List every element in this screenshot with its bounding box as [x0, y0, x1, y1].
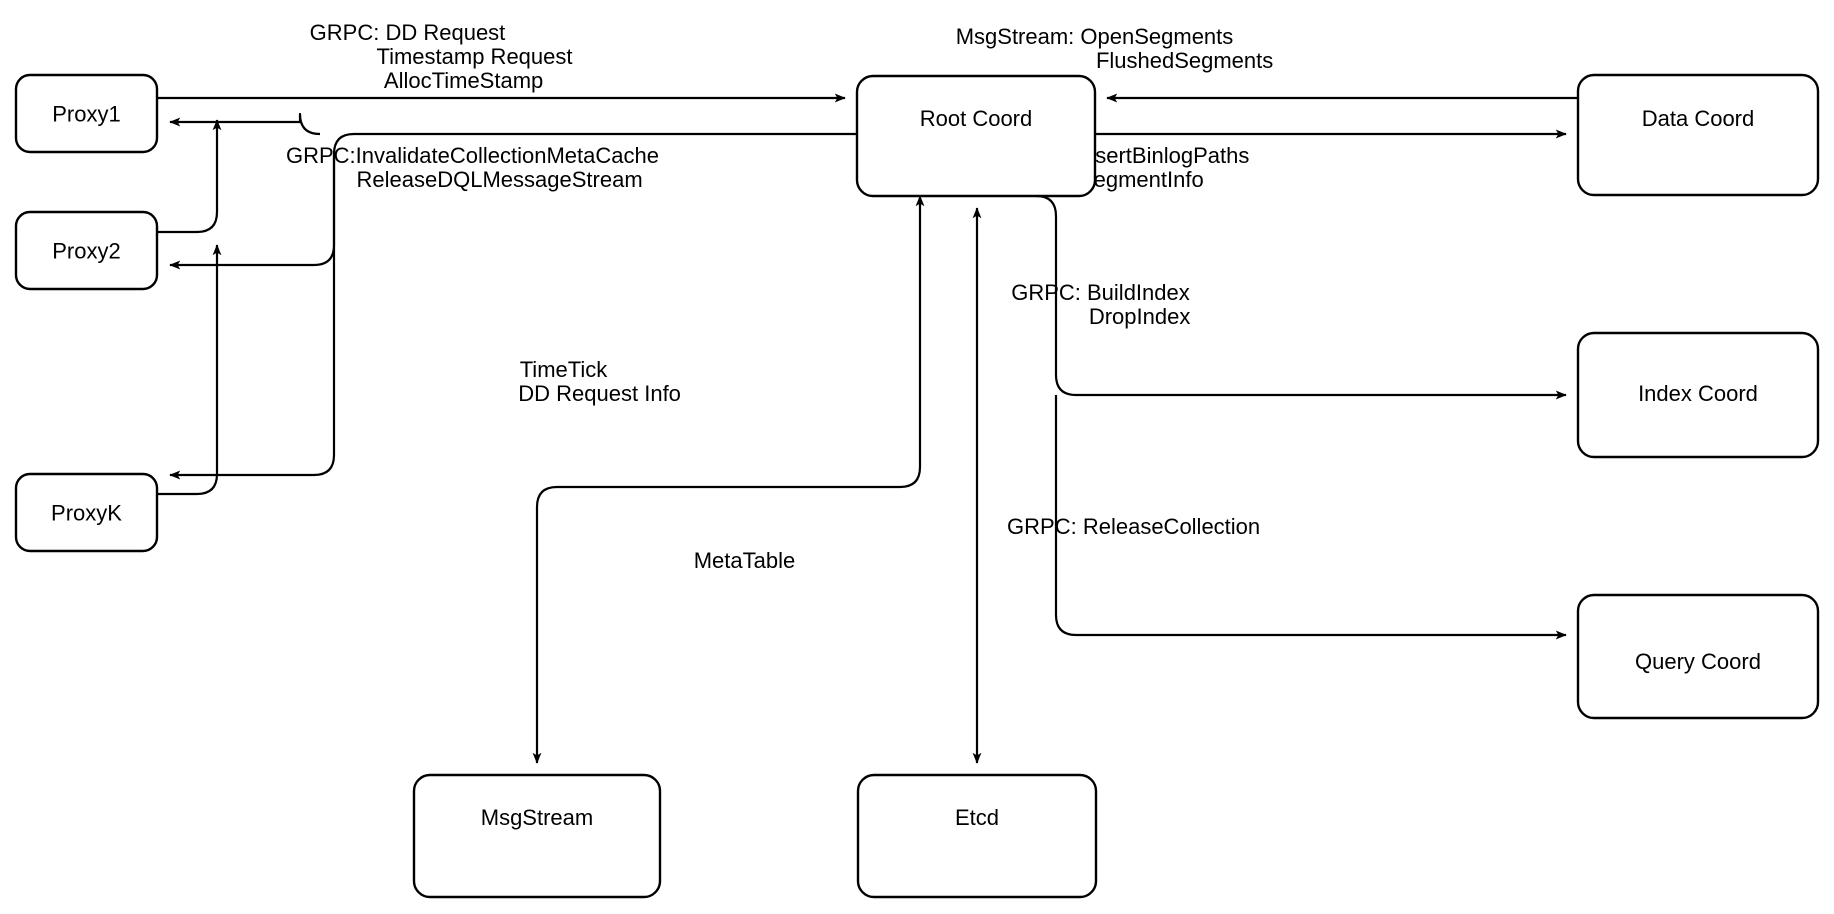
node-datacoord[interactable]: Data Coord — [1576, 73, 1820, 197]
edge-rootcoord-to-indexcoord[interactable] — [1035, 194, 1567, 400]
node-proxy1-box[interactable] — [14, 73, 159, 154]
edge-label-rootcoord-to-proxies: GRPC:InvalidateCollectionMetaCache Relea… — [0, 0, 714, 192]
edge-label-rootcoord-etcd: MetaTable — [0, 0, 838, 573]
node-proxyk[interactable]: ProxyK — [14, 472, 159, 553]
node-rootcoord-box[interactable] — [855, 74, 1097, 198]
node-proxy1[interactable]: Proxy1 — [14, 73, 159, 154]
edge-rootcoord-to-proxies[interactable] — [169, 112, 857, 480]
node-proxy2[interactable]: Proxy2 — [14, 210, 159, 291]
edge-rootcoord-to-msgstream[interactable] — [532, 195, 925, 764]
edge-label-rootcoord-to-msgstream: TimeTick DD Request Info — [0, 0, 724, 406]
edges-layer — [157, 93, 1578, 764]
edge-label-rootcoord-to-querycoord: GRPC: ReleaseCollection — [0, 0, 1303, 539]
node-msgstream[interactable]: MsgStream — [412, 773, 662, 899]
edge-label-datacoord-to-rootcoord: MsgStream: OpenSegments FlushedSegments — [0, 0, 1316, 73]
node-querycoord[interactable]: Query Coord — [1576, 593, 1820, 720]
node-proxyk-box[interactable] — [14, 472, 159, 553]
node-etcd-box[interactable] — [856, 773, 1098, 899]
node-etcd[interactable]: Etcd — [856, 773, 1098, 899]
edge-labels-layer: GRPC: DD Request Timestamp Request Alloc… — [0, 0, 1316, 573]
node-msgstream-box[interactable] — [412, 773, 662, 899]
node-querycoord-box[interactable] — [1576, 593, 1820, 720]
node-proxy2-box[interactable] — [14, 210, 159, 291]
node-indexcoord-box[interactable] — [1576, 331, 1820, 459]
edge-label-rootcoord-to-indexcoord: GRPC: BuildIndex DropIndex — [0, 0, 1245, 329]
edge-rootcoord-to-querycoord[interactable] — [1054, 395, 1567, 640]
node-indexcoord[interactable]: Index Coord — [1576, 331, 1820, 459]
edge-label-proxies-to-rootcoord: GRPC: DD Request Timestamp Request Alloc… — [0, 0, 628, 93]
node-rootcoord[interactable]: Root Coord — [855, 74, 1097, 198]
node-datacoord-box[interactable] — [1576, 73, 1820, 197]
